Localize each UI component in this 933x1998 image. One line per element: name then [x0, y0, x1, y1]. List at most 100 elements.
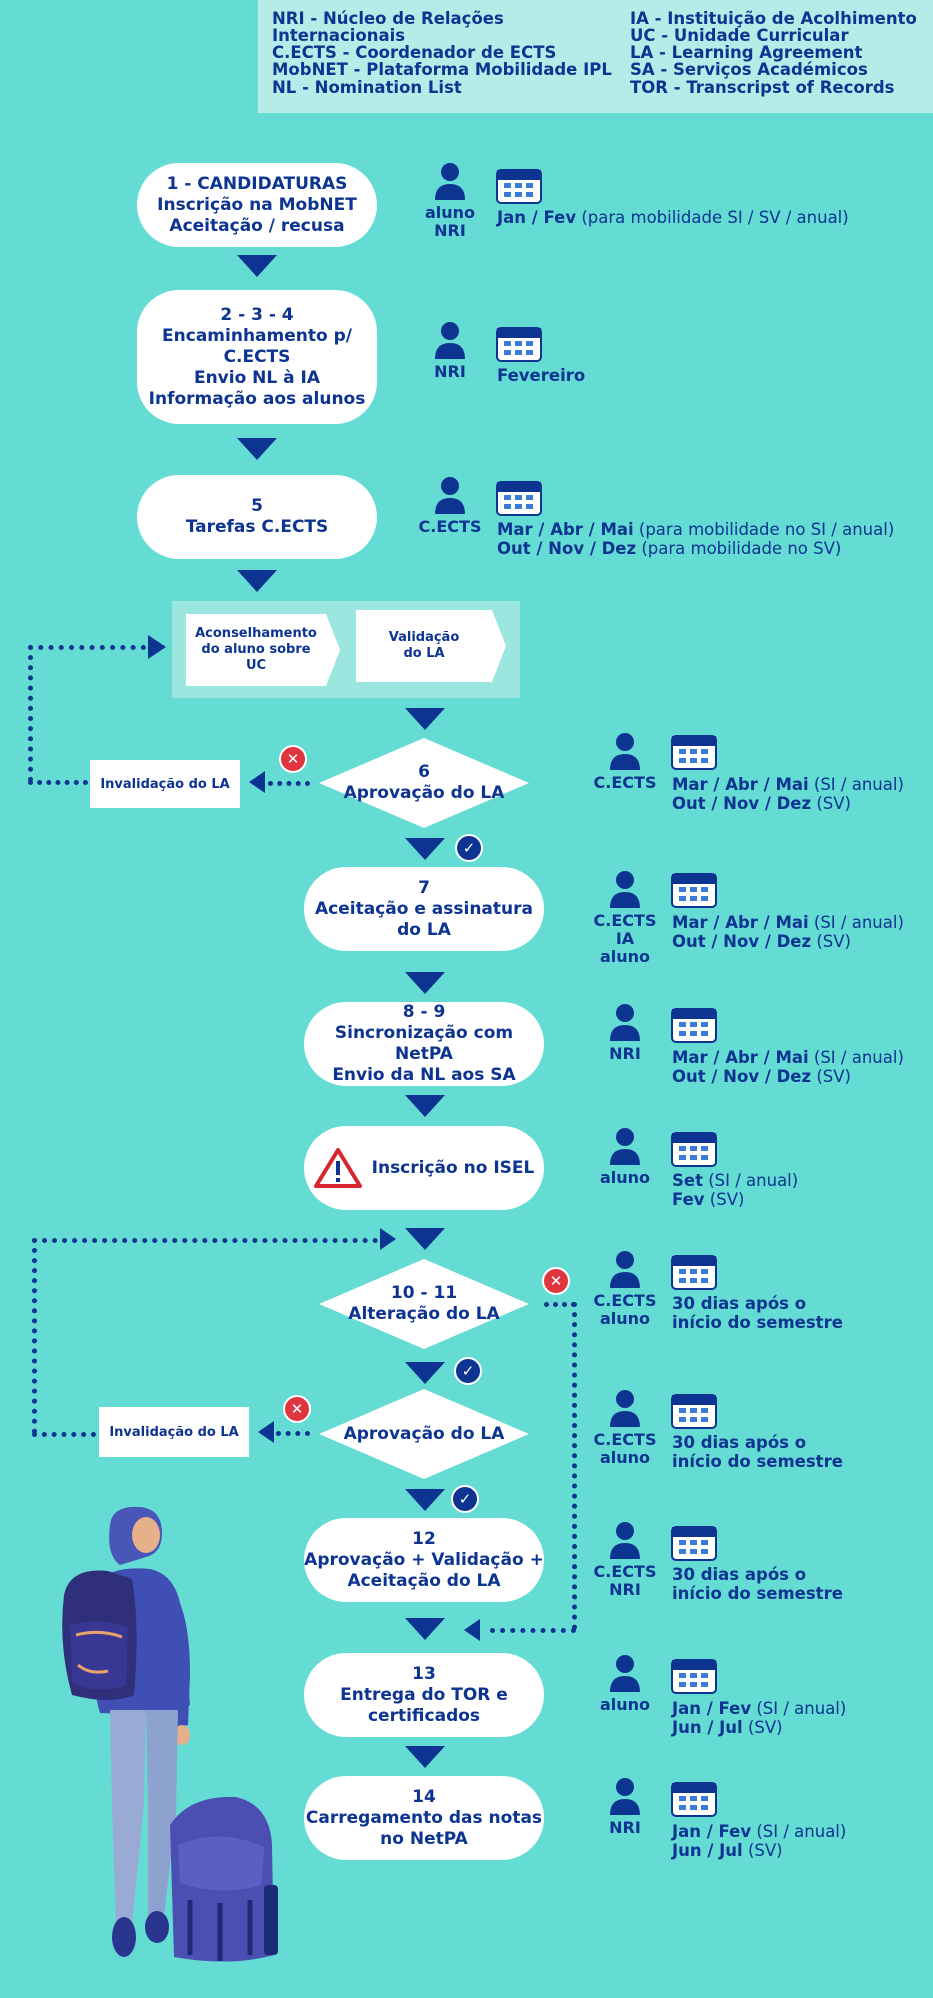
box-line: do LA [403, 646, 445, 661]
step-line: Aceitação / recusa [169, 215, 345, 236]
date-step-13: Jan / Fev (SI / anual) [672, 1699, 847, 1718]
check-circle-icon: ✓ [451, 1485, 479, 1513]
calendar-icon [671, 735, 717, 770]
role-step-5: C.ECTS [412, 476, 488, 536]
person-icon [435, 322, 465, 359]
role-label: C.ECTS [593, 1562, 657, 1581]
box-line: Validação [388, 630, 460, 645]
role-label: NRI [609, 1818, 641, 1837]
person-icon [610, 733, 640, 770]
step-line: Sincronização com NetPA [334, 1023, 514, 1064]
box-line: do aluno sobre [201, 642, 311, 657]
legend-item: MobNET - Plataforma Mobilidade IPL [272, 60, 612, 79]
calendar-icon [671, 1255, 717, 1290]
legend-item: SA - Serviços Académicos [630, 60, 868, 79]
date-step-5: Out / Nov / Dez (para mobilidade no SV) [497, 539, 842, 558]
step-line: Envio da NL aos SA [332, 1065, 516, 1085]
legend-panel: NRI - Núcleo de Relações Internacionais … [258, 0, 933, 113]
reject-line [572, 1302, 577, 1630]
step-7-acceptance: 7 Aceitação e assinatura do LA [304, 867, 544, 951]
step-line: 7 [418, 877, 430, 898]
box-line: Aconselhamento [195, 626, 317, 641]
step-line: 1 - CANDIDATURAS [166, 173, 348, 194]
role-label: NRI [609, 1044, 641, 1063]
step-line: 5 [251, 496, 263, 516]
date-isel: Set (SI / anual) [672, 1171, 799, 1190]
person-icon [610, 871, 640, 908]
step-line: 8 - 9 [402, 1002, 446, 1022]
date-step-8: Mar / Abr / Mai (SI / anual) [672, 1048, 904, 1067]
legend-item: LA - Learning Agreement [630, 43, 863, 62]
date-step-8: Out / Nov / Dez (SV) [672, 1067, 851, 1086]
date-step-7: Mar / Abr / Mai (SI / anual) [672, 913, 904, 932]
step-line: Carregamento das notas [305, 1807, 543, 1828]
diamond-shape [319, 1389, 529, 1479]
step-14-grades-upload: 14 Carregamento das notas no NetPA [304, 1776, 544, 1860]
advice-chevron [186, 614, 340, 686]
loop-line [28, 645, 146, 650]
role-step-7: C.ECTS IA aluno [585, 870, 665, 966]
reject-line [268, 781, 310, 786]
arrow-down-icon [405, 972, 445, 994]
date-step-13: Jun / Jul (SV) [672, 1718, 783, 1737]
step-5-ects-tasks: 5 Tarefas C.ECTS [137, 475, 377, 559]
calendar-icon [496, 481, 542, 516]
arrow-down-icon [237, 255, 277, 277]
legend-item: NL - Nomination List [272, 78, 462, 97]
calendar-icon [671, 1526, 717, 1561]
person-icon [610, 1251, 640, 1288]
step-line: Informação aos alunos [148, 388, 366, 409]
arrow-left-icon [258, 1421, 274, 1443]
role-step-2: NRI [417, 321, 483, 381]
date-step-6: Mar / Abr / Mai (SI / anual) [672, 775, 904, 794]
role-label: C.ECTS [593, 773, 657, 792]
arrow-right-icon [380, 1228, 396, 1250]
role-label: aluno [599, 1695, 651, 1714]
reject-line [276, 1431, 310, 1436]
role-step-10: C.ECTS aluno [585, 1250, 665, 1328]
calendar-icon [671, 1659, 717, 1694]
role-step-12: C.ECTS NRI [585, 1521, 665, 1599]
step-line: 6 [418, 762, 430, 782]
calendar-icon [671, 1782, 717, 1817]
role-label: C.ECTS [418, 517, 482, 536]
step-line: Aprovação do LA [343, 1423, 505, 1444]
role-label: C.ECTS [593, 1430, 657, 1449]
x-circle-icon: ✕ [283, 1395, 311, 1423]
person-icon [610, 1522, 640, 1559]
legend-item: TOR - Transcripst of Records [630, 78, 895, 97]
role-label: aluno [599, 1448, 651, 1467]
role-label: NRI [609, 1580, 641, 1599]
role-label: aluno [599, 1309, 651, 1328]
invalidation-label: Invalidação do LA [109, 1424, 239, 1440]
approval-decision: Aprovação do LA [319, 1389, 529, 1479]
arrow-down-icon [237, 570, 277, 592]
calendar-icon [671, 1394, 717, 1429]
arrow-down-icon [405, 1095, 445, 1117]
role-label: NRI [434, 362, 466, 381]
loop-line [28, 780, 88, 785]
legend-item: IA - Instituição de Acolhimento [630, 9, 917, 28]
arrow-down-icon [405, 1618, 445, 1640]
person-icon [610, 1004, 640, 1041]
x-circle-icon: ✕ [279, 745, 307, 773]
step-line: Envio NL à IA [193, 367, 321, 388]
step-1-applications: 1 - CANDIDATURAS Inscrição na MobNET Ace… [137, 163, 377, 247]
person-icon [610, 1128, 640, 1165]
role-label: NRI [434, 221, 466, 240]
person-icon [435, 163, 465, 200]
calendar-icon [671, 873, 717, 908]
step-line: no NetPA [380, 1828, 468, 1849]
step-line: Entrega do TOR e [340, 1684, 508, 1705]
x-circle-icon: ✕ [542, 1267, 570, 1295]
step-line: Aceitação do LA [347, 1570, 501, 1591]
step-line: do LA [397, 919, 451, 940]
step-line: Aprovação + Validação + [304, 1549, 544, 1570]
reject-line [544, 1302, 576, 1307]
arrow-left-icon [249, 771, 265, 793]
calendar-icon [496, 327, 542, 362]
loop-line [32, 1432, 96, 1437]
